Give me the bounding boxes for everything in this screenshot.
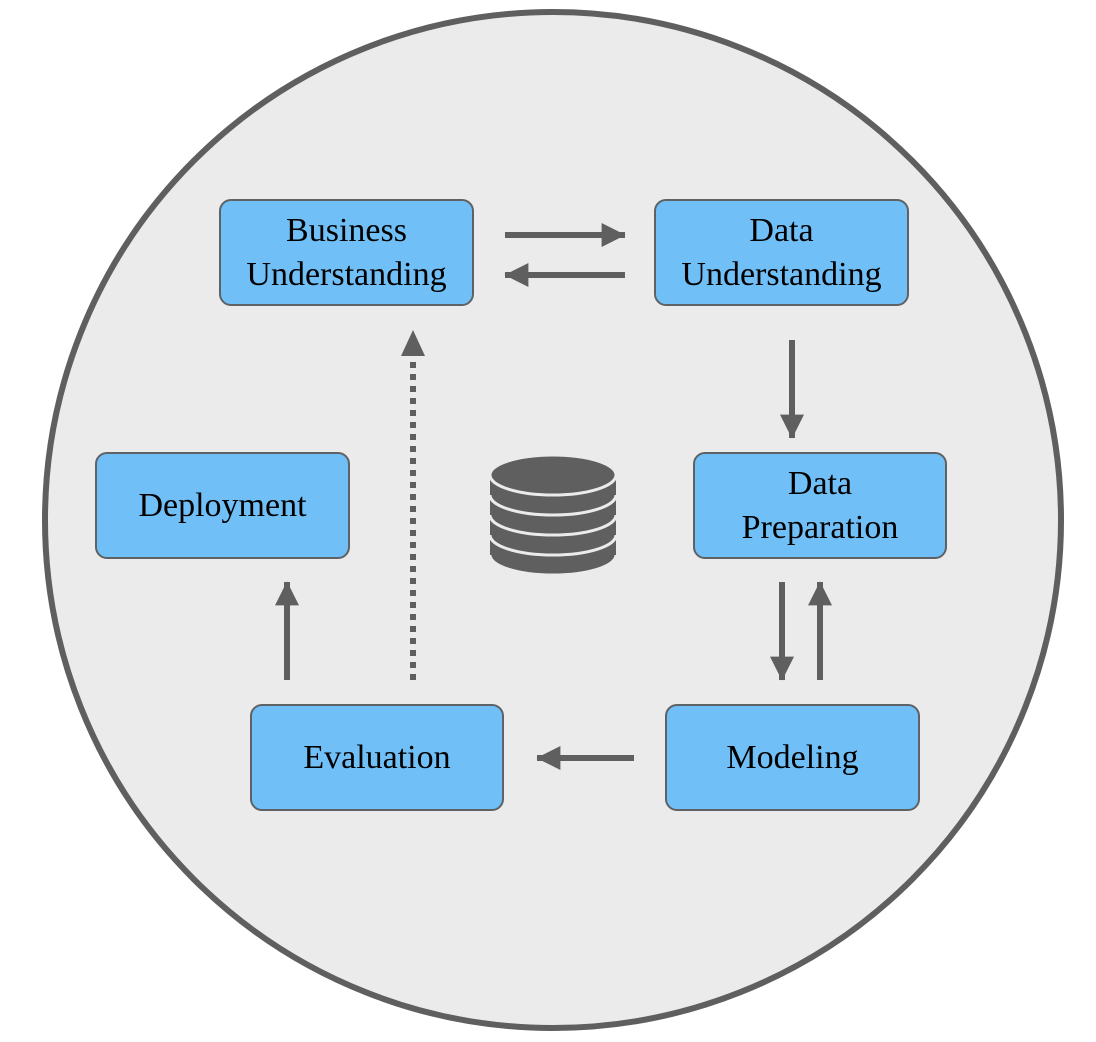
data-preparation-label: Data Preparation [741, 464, 899, 546]
deployment-node: Deployment [95, 452, 350, 559]
deployment-label: Deployment [138, 486, 307, 524]
modeling-label: Modeling [726, 738, 859, 776]
evaluation-node: Evaluation [250, 704, 504, 811]
evaluation-label: Evaluation [303, 738, 451, 776]
business-understanding-node: Business Understanding [219, 199, 474, 306]
modeling-node: Modeling [665, 704, 920, 811]
data-understanding-label: Data Understanding [681, 211, 882, 293]
data-preparation-node: Data Preparation [693, 452, 947, 559]
database-icon [488, 453, 618, 577]
business-understanding-label: Business Understanding [246, 211, 447, 293]
arrow-evaluation-to-business-head [401, 330, 425, 356]
data-understanding-node: Data Understanding [654, 199, 909, 306]
